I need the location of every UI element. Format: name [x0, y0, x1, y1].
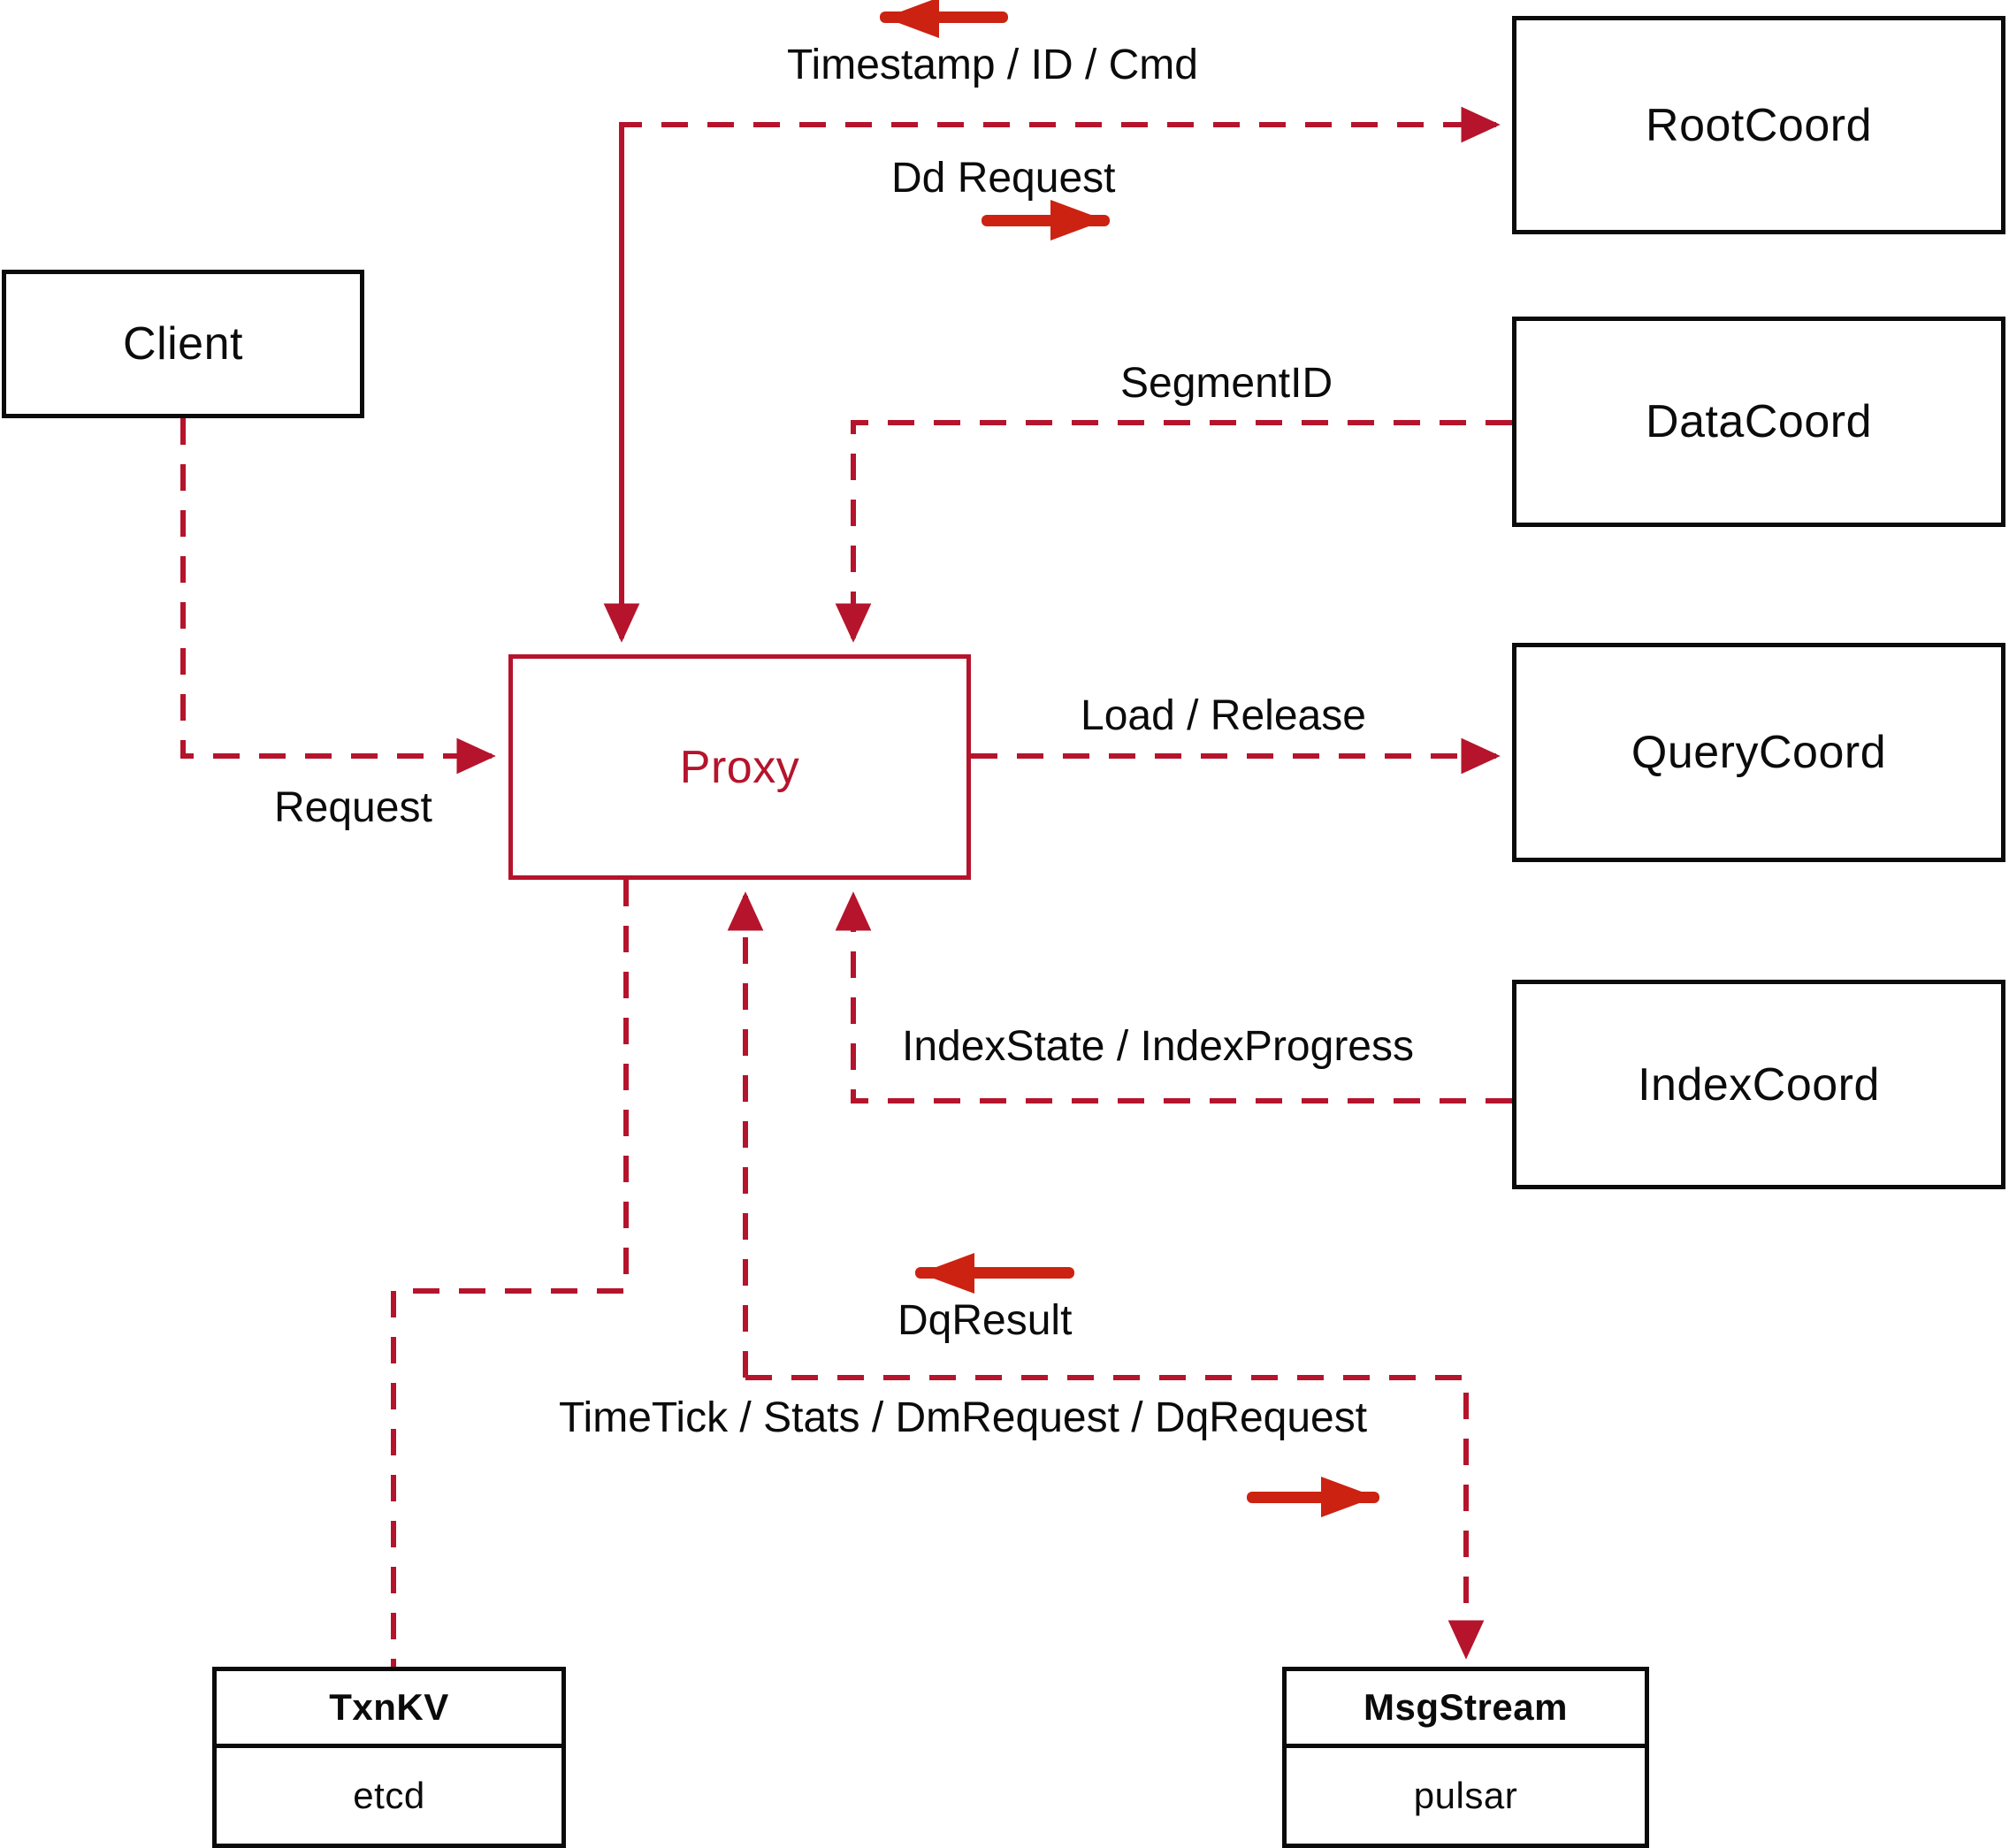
edge-proxy-to-txnkv — [391, 880, 629, 1667]
edge-label-dq-result: DqResult — [898, 1297, 1073, 1344]
edge-label-timetick-stats: TimeTick / Stats / DmRequest / DqRequest — [559, 1394, 1368, 1441]
node-proxy-label: Proxy — [679, 741, 800, 793]
edge-label-index-state-progress: IndexState / IndexProgress — [902, 1023, 1414, 1070]
node-client-label: Client — [123, 318, 243, 370]
node-client[interactable]: Client — [2, 270, 364, 418]
edge-label-load-release: Load / Release — [1081, 692, 1366, 739]
edge-client-to-proxy — [180, 418, 496, 775]
node-datacoord[interactable]: DataCoord — [1512, 317, 2005, 527]
node-txnkv-body: etcd — [217, 1748, 561, 1844]
node-txnkv-header: TxnKV — [217, 1671, 561, 1748]
edge-label-request: Request — [274, 784, 432, 831]
node-rootcoord[interactable]: RootCoord — [1512, 16, 2005, 234]
node-txnkv-label: TxnKV — [329, 1686, 449, 1728]
node-indexcoord[interactable]: IndexCoord — [1512, 980, 2005, 1189]
edge-datacoord-to-proxy — [835, 420, 1512, 643]
node-msgstream-label: MsgStream — [1364, 1686, 1568, 1728]
node-txnkv-impl: etcd — [353, 1775, 425, 1816]
node-proxy[interactable]: Proxy — [508, 654, 971, 880]
edge-label-timestamp-id-cmd: Timestamp / ID / Cmd — [787, 42, 1198, 88]
node-datacoord-label: DataCoord — [1646, 396, 1872, 447]
edge-label-segment-id: SegmentID — [1120, 360, 1333, 407]
node-msgstream-impl: pulsar — [1413, 1775, 1518, 1816]
annotation-arrow-timetick — [1247, 1477, 1379, 1517]
node-querycoord-label: QueryCoord — [1631, 727, 1887, 778]
node-msgstream-body: pulsar — [1287, 1748, 1645, 1844]
edge-indexcoord-to-proxy — [835, 891, 1512, 1103]
annotation-arrow-timestamp — [880, 0, 1008, 38]
annotation-arrow-dq-result — [915, 1253, 1074, 1294]
annotation-arrow-dd-request — [982, 200, 1110, 241]
node-msgstream[interactable]: MsgStream pulsar — [1282, 1667, 1649, 1848]
node-querycoord[interactable]: QueryCoord — [1512, 643, 2005, 862]
node-txnkv[interactable]: TxnKV etcd — [212, 1667, 566, 1848]
node-rootcoord-label: RootCoord — [1646, 99, 1872, 151]
edge-label-dd-request: Dd Request — [891, 155, 1116, 202]
node-msgstream-header: MsgStream — [1287, 1671, 1645, 1748]
node-indexcoord-label: IndexCoord — [1638, 1058, 1880, 1111]
